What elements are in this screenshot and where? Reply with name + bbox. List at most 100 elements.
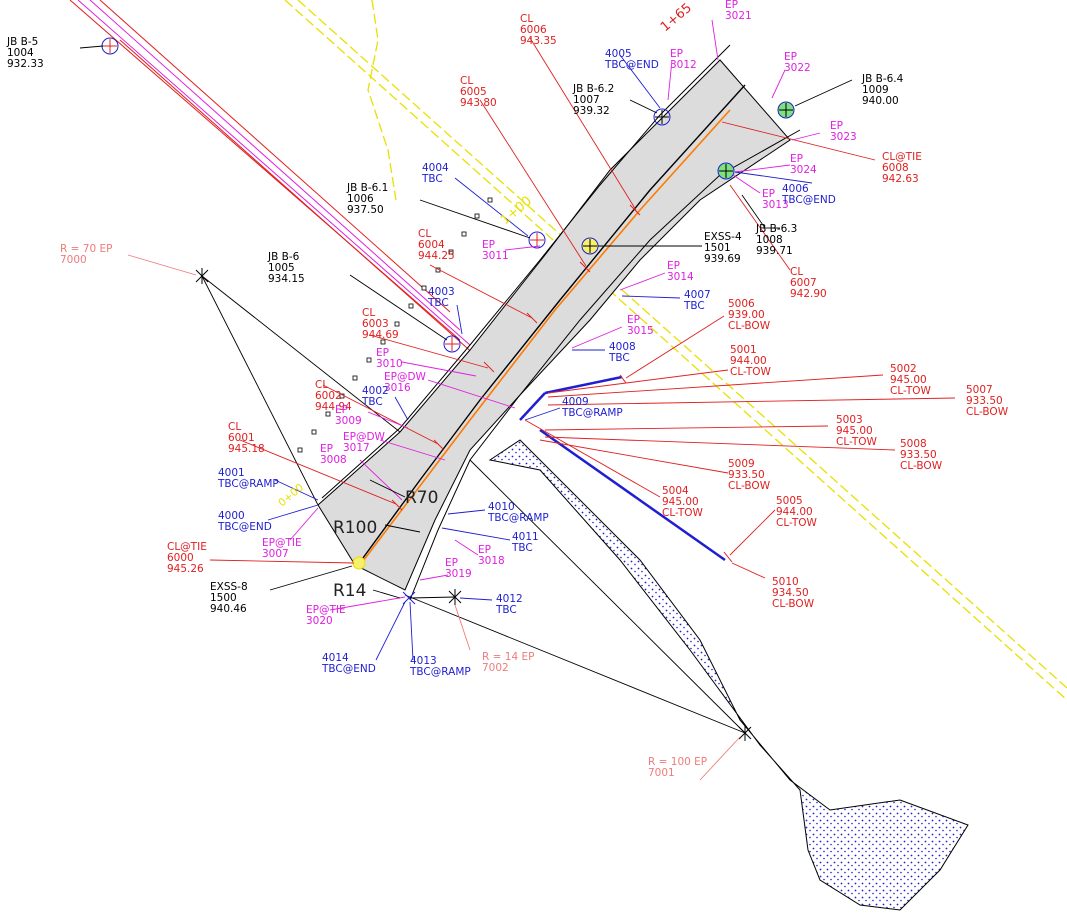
label-line: 4010: [488, 501, 515, 513]
label-line: 6005: [460, 86, 487, 98]
label-line: 933.50: [966, 395, 1003, 407]
label-line: 945.00: [836, 425, 873, 437]
label-line: TBC@END: [604, 59, 659, 71]
label-line: EP: [725, 0, 738, 11]
label-line: TBC: [683, 300, 705, 312]
label-line: 3018: [478, 555, 505, 567]
radius-label-r14: R14: [333, 581, 366, 601]
road-centerline: [359, 84, 746, 563]
label-line: 939.71: [756, 245, 793, 257]
label-line: CL-BOW: [772, 598, 815, 610]
label-line: TBC: [495, 604, 517, 616]
label-line: EP: [376, 347, 389, 359]
label-line: CL-BOW: [900, 460, 943, 472]
label-line: 1005: [268, 262, 295, 274]
label-line: 945.00: [662, 496, 699, 508]
label-line: 3022: [784, 62, 811, 74]
label-line: EXSS-4: [704, 231, 742, 243]
label-line: CL: [790, 266, 803, 278]
label-line: 4003: [428, 286, 455, 298]
label-line: 4005: [605, 48, 632, 60]
label-line: 939.32: [573, 105, 610, 117]
label-line: 945.00: [890, 374, 927, 386]
fence-posts: [297, 197, 493, 453]
label-line: JB B-6: [267, 251, 300, 263]
label-line: 4006: [782, 183, 809, 195]
label-line: TBC: [421, 173, 443, 185]
label-line: EP: [320, 443, 333, 455]
label-line: 3015: [627, 325, 654, 337]
label-line: 1009: [862, 84, 889, 96]
label-line: EP: [667, 260, 680, 272]
label-line: 3012: [670, 59, 697, 71]
label-line: CL@TIE: [882, 151, 922, 163]
curb-lines: [321, 44, 801, 601]
label-line: 944.69: [362, 329, 399, 341]
label-line: EP: [784, 51, 797, 63]
label-line: EP@DW: [384, 371, 427, 383]
label-line: 5004: [662, 485, 689, 497]
label-line: 4013: [410, 655, 437, 667]
label-line: 939.69: [704, 253, 741, 265]
label-line: 4008: [609, 341, 636, 353]
label-line: 6002: [315, 390, 342, 402]
label-line: 937.50: [347, 204, 384, 216]
label-line: 3023: [830, 131, 857, 143]
radius-label-r100: R100: [333, 518, 377, 538]
label-line: 6003: [362, 318, 389, 330]
label-line: 5008: [900, 438, 927, 450]
label-line: 3013: [762, 199, 789, 211]
label-line: TBC@RAMP: [487, 512, 549, 524]
label-line: CL: [520, 13, 533, 25]
label-line: 5006: [728, 298, 755, 310]
radius-dim-arrows: [369, 479, 421, 599]
label-line: EP@TIE: [262, 537, 302, 549]
label-line: 4009: [562, 396, 589, 408]
label-line: R = 100 EP: [648, 756, 707, 768]
label-line: 933.50: [900, 449, 937, 461]
label-line: 5010: [772, 576, 799, 588]
station-1-00: 1+00: [498, 194, 535, 228]
label-line: 3021: [725, 10, 752, 22]
label-line: 7000: [60, 254, 87, 266]
label-line: 5007: [966, 384, 993, 396]
label-line: JB B-6.3: [755, 223, 797, 235]
label-line: 5002: [890, 363, 917, 375]
label-line: 5003: [836, 414, 863, 426]
label-line: CL: [460, 75, 473, 87]
label-line: 7001: [648, 767, 675, 779]
label-line: TBC@END: [321, 663, 376, 675]
label-line: 944.00: [730, 355, 767, 367]
leader-lines: [79, 19, 956, 781]
label-line: TBC@END: [217, 521, 272, 533]
label-line: TBC: [427, 297, 449, 309]
label-line: 4011: [512, 531, 539, 543]
